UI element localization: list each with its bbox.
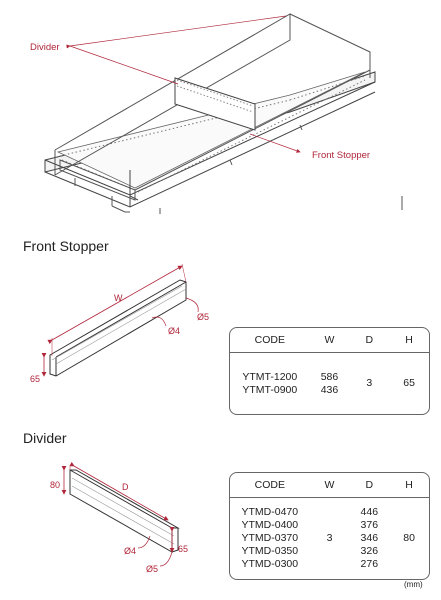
front-stopper-dia-5: Ø5 xyxy=(197,312,209,322)
divider-dim-h-right: 65 xyxy=(178,544,188,554)
code-cell: YTMD-0470 YTMD-0400 YTMD-0370 YTMD-0350 … xyxy=(230,498,310,580)
h-value: 65 xyxy=(403,377,415,390)
unit-label: (mm) xyxy=(404,580,423,589)
shelf-tray-illustration xyxy=(44,13,403,214)
w-value: 436 xyxy=(320,383,339,396)
front-stopper-dim-h: 65 xyxy=(30,374,40,384)
front-stopper-dia-4: Ø4 xyxy=(168,326,180,336)
front-stopper-spec-table: CODE W D H YTMT-1200 YTMT-0900 586 436 3… xyxy=(229,327,430,415)
header-code: CODE xyxy=(230,328,310,353)
header-w: W xyxy=(309,328,350,353)
header-h: H xyxy=(389,473,429,498)
code-value: YTMT-0900 xyxy=(242,383,298,396)
code-cell: YTMT-1200 YTMT-0900 xyxy=(230,353,310,415)
divider-dim-h-left: 80 xyxy=(50,480,60,490)
d-value: 326 xyxy=(360,545,379,558)
h-value: 80 xyxy=(403,532,415,545)
w-value: 3 xyxy=(326,532,333,545)
divider-dia-5: Ø5 xyxy=(146,564,158,574)
front-stopper-section-title: Front Stopper xyxy=(23,238,109,254)
front-stopper-dim-w: W xyxy=(114,293,123,303)
divider-dim-d: D xyxy=(122,482,129,492)
divider-spec-table: CODE W D H YTMD-0470 YTMD-0400 YTMD-0370… xyxy=(229,472,430,580)
d-value: 276 xyxy=(360,558,379,571)
w-cell: 586 436 xyxy=(310,353,350,415)
header-code: CODE xyxy=(230,473,310,498)
header-h: H xyxy=(389,328,429,353)
header-d: D xyxy=(349,473,390,498)
d-value: 376 xyxy=(360,519,379,532)
d-value: 446 xyxy=(360,506,379,519)
w-value: 586 xyxy=(320,370,339,383)
code-value: YTMD-0350 xyxy=(241,545,299,558)
divider-section-title: Divider xyxy=(23,430,67,446)
divider-callout: Divider xyxy=(30,42,60,53)
code-value: YTMD-0370 xyxy=(241,532,299,545)
divider-dia-4: Ø4 xyxy=(124,546,136,556)
header-d: D xyxy=(349,328,390,353)
code-value: YTMD-0300 xyxy=(241,558,299,571)
d-cell: 446 376 346 326 276 xyxy=(349,498,389,580)
d-value: 3 xyxy=(366,377,373,390)
code-value: YTMD-0400 xyxy=(241,519,299,532)
header-w: W xyxy=(309,473,350,498)
code-value: YTMT-1200 xyxy=(242,370,298,383)
code-value: YTMD-0470 xyxy=(241,506,299,519)
front-stopper-callout: Front Stopper xyxy=(312,150,370,161)
d-value: 346 xyxy=(360,532,379,545)
